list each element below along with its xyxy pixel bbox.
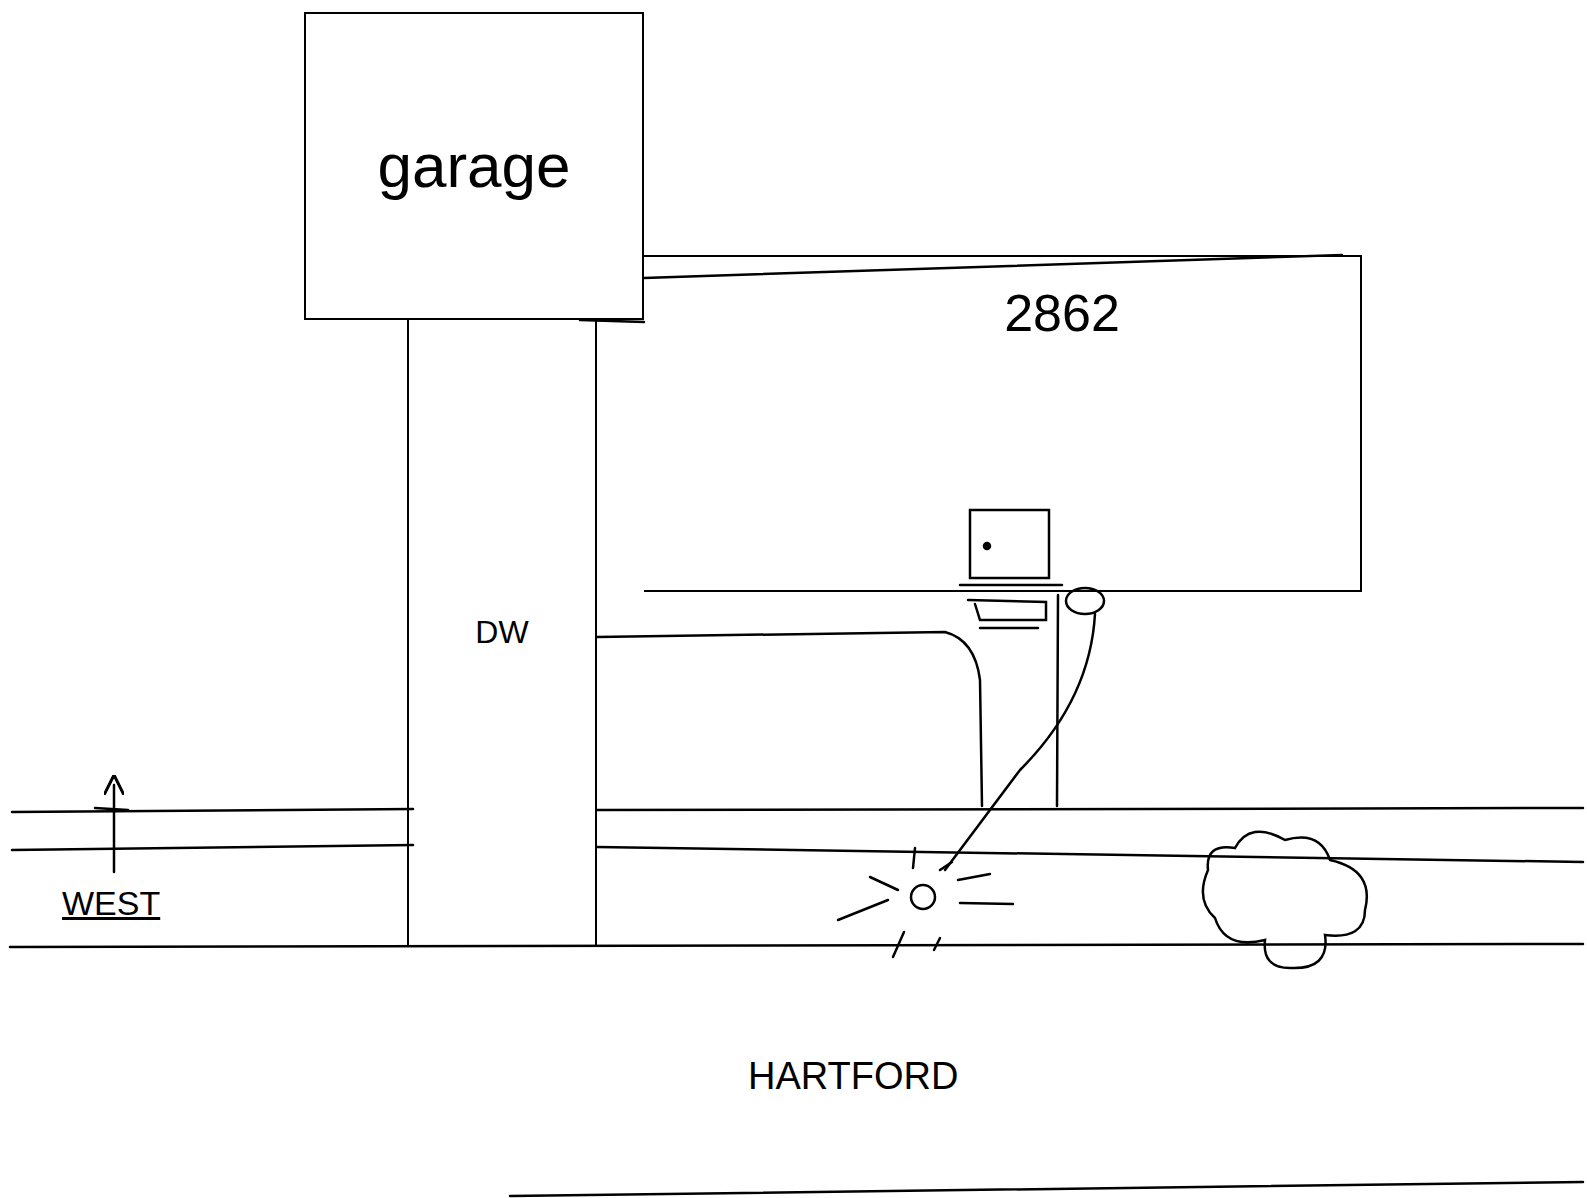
road-edge (10, 944, 1583, 947)
walkway-edge (1057, 595, 1058, 806)
door-knob (984, 543, 990, 549)
sidewalk-line (12, 845, 413, 850)
light-rays (838, 848, 1013, 957)
garage-box: garage (304, 12, 644, 320)
street-name: HARTFORD (748, 1055, 958, 1098)
front-door (970, 510, 1049, 578)
arrow-crossbar (95, 808, 128, 810)
node-label: garage (377, 132, 570, 200)
house-box: 2862 (644, 255, 1362, 592)
walkway-edge (597, 632, 982, 806)
direction-arrow (113, 785, 116, 872)
bush (1203, 832, 1367, 968)
sidewalk-line (12, 809, 413, 812)
wire-line (945, 614, 1095, 870)
house-wall (644, 255, 1342, 278)
node-label: DW (475, 615, 528, 650)
street-light (911, 885, 935, 909)
driveway-band: DW (407, 320, 597, 946)
wall-line (580, 320, 644, 322)
road-edge (510, 1182, 1583, 1196)
node-label: 2862 (1004, 285, 1120, 342)
sidewalk-line (597, 847, 1583, 862)
compass-label: WEST (62, 884, 160, 923)
sidewalk-line (597, 808, 1583, 810)
